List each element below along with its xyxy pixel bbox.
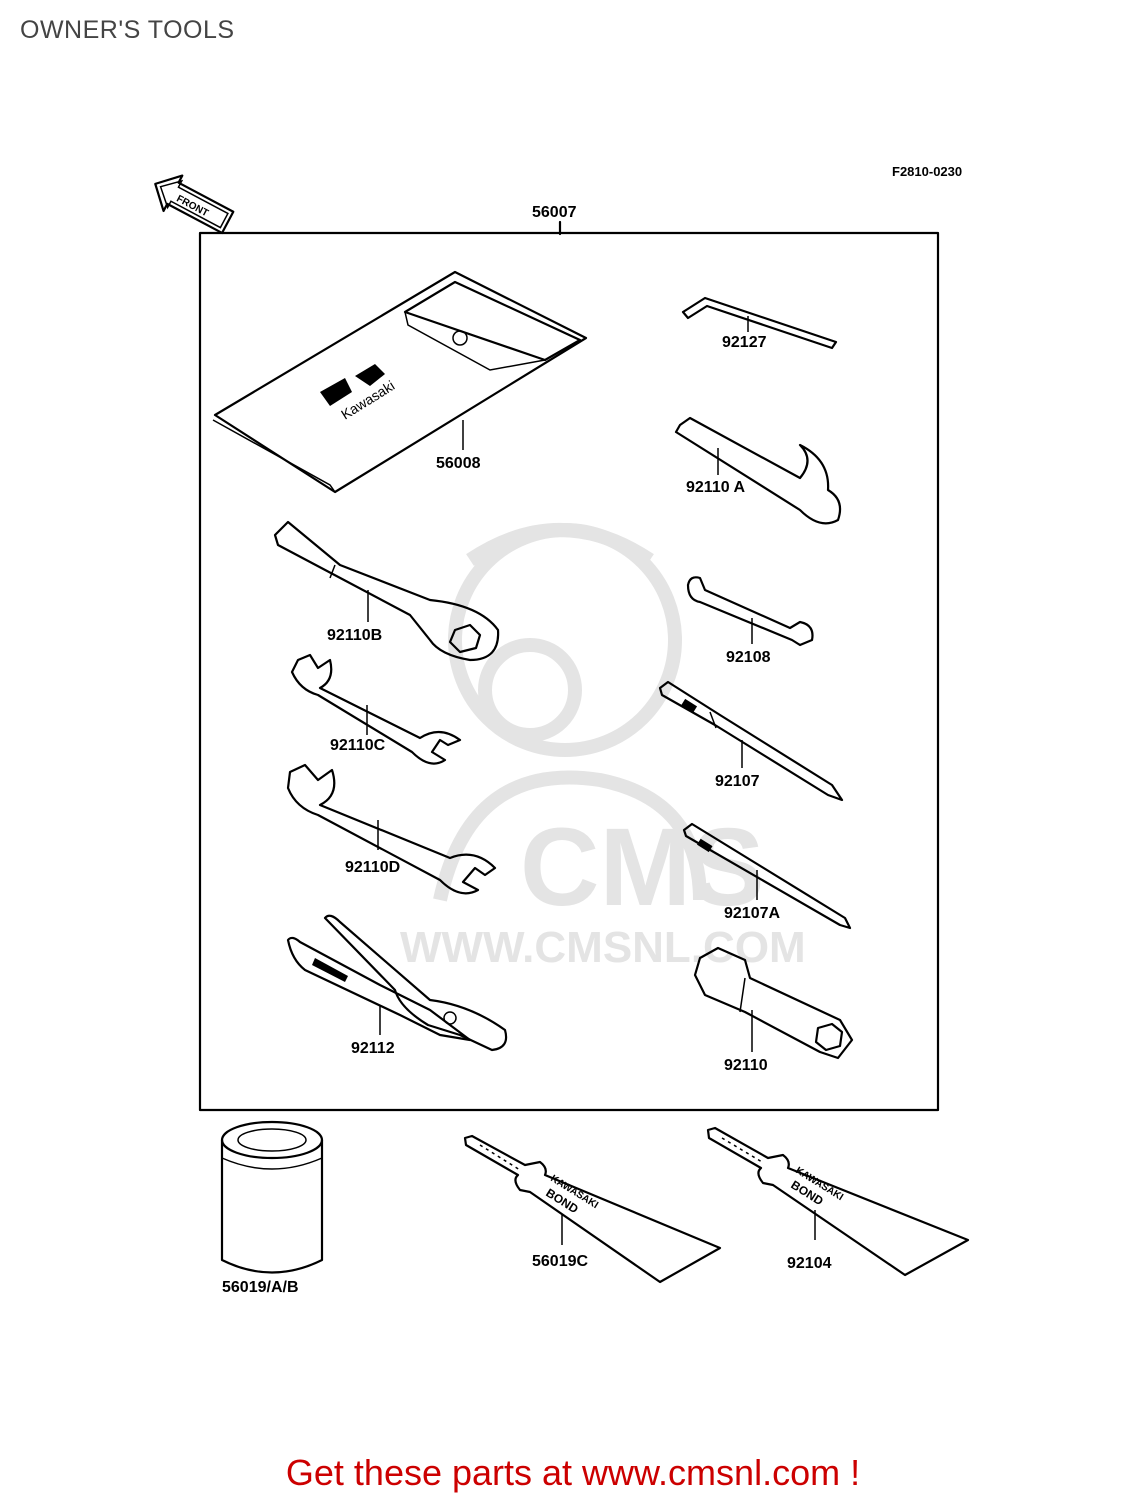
part-label-92107A: 92107A: [724, 905, 780, 922]
grease-can-icon: [220, 1120, 324, 1274]
promo-link[interactable]: Get these parts at www.cmsnl.com !: [285, 1452, 861, 1493]
part-label-92104: 92104: [787, 1255, 832, 1272]
part-label-56019AB: 56019/A/B: [222, 1279, 299, 1296]
front-arrow-icon: [154, 174, 235, 235]
hex-key-icon: [681, 296, 838, 350]
page-title: OWNER'S TOOLS: [20, 16, 235, 44]
parts-diagram: CMS WWW.CMSNL.COM F2810-0230 FRONT 56007…: [154, 164, 970, 1296]
screwdriver-small-icon: [682, 822, 852, 930]
tool-pouch-icon: [212, 270, 588, 494]
screwdriver-icon: [658, 680, 844, 802]
part-label-92127: 92127: [722, 334, 767, 351]
hook-spanner-icon: [674, 416, 842, 525]
part-label-92110D: 92110D: [345, 859, 400, 876]
cms-watermark: [433, 523, 707, 902]
kit-outline: [198, 231, 940, 1112]
pliers-icon: [286, 914, 508, 1052]
part-label-92110A: 92110 A: [686, 479, 745, 496]
part-label-56008: 56008: [436, 455, 481, 472]
watermark-url: WWW.CMSNL.COM: [400, 923, 806, 972]
spoke-wrench-icon: [686, 576, 814, 647]
part-label-92112: 92112: [351, 1040, 395, 1057]
part-label-92108: 92108: [726, 649, 771, 666]
watermark-brand: CMS: [520, 806, 764, 929]
bond-tube-icon: [463, 1134, 722, 1284]
socket-wrench-icon: [693, 946, 854, 1060]
figure-code: F2810-0230: [892, 164, 962, 179]
open-end-wrench-small-icon: [290, 653, 462, 765]
open-end-wrench-large-icon: [286, 763, 497, 895]
box-wrench-icon: [273, 520, 500, 662]
bond-tube-2-icon: [706, 1126, 970, 1277]
part-label-92110C: 92110C: [330, 737, 386, 754]
part-label-92110B: 92110B: [327, 627, 382, 644]
part-label-92110: 92110: [724, 1057, 768, 1074]
part-label-56019C: 56019C: [532, 1253, 588, 1270]
part-label-92107: 92107: [715, 773, 760, 790]
kit-number: 56007: [532, 204, 577, 221]
